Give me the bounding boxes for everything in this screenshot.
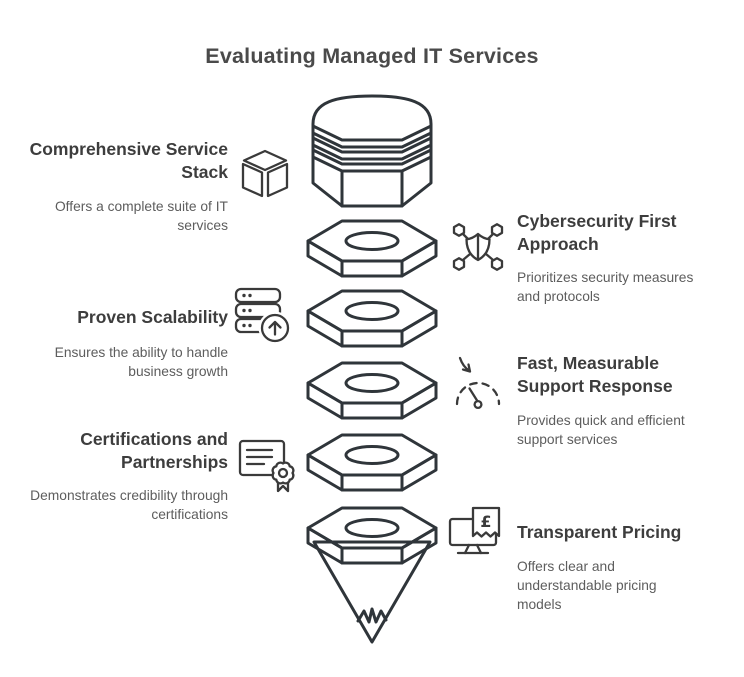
funnel-segment-cap	[311, 94, 433, 208]
item-cybersecurity-desc-block: Prioritizes security measures and protoc…	[517, 268, 717, 306]
item-description: Prioritizes security measures and protoc…	[517, 270, 694, 304]
funnel-segment-4	[306, 361, 438, 420]
funnel-segment-6	[306, 506, 438, 565]
server-scale-icon	[234, 287, 292, 345]
item-description: Offers a complete suite of IT services	[54, 199, 228, 233]
pricing-monitor-icon: £	[448, 506, 501, 555]
certificate-icon	[238, 439, 295, 493]
funnel-graphic	[306, 94, 438, 644]
item-certifications-desc-block: Demonstrates credibility through certifi…	[28, 486, 228, 524]
item-title: Fast, Measurable Support Response	[517, 353, 673, 396]
item-title: Proven Scalability	[77, 307, 228, 327]
funnel-segment-5	[306, 433, 438, 492]
item-title: Comprehensive Service Stack	[29, 139, 228, 182]
pound-symbol: £	[480, 512, 491, 531]
cube-icon	[241, 149, 289, 198]
item-cybersecurity-first-approach: Cybersecurity First Approach	[517, 210, 712, 256]
item-fast-measurable-support: Fast, Measurable Support Response	[517, 352, 712, 398]
item-transparent-pricing: Transparent Pricing	[517, 521, 727, 544]
funnel-cone	[312, 540, 432, 644]
item-proven-scalability: Proven Scalability	[28, 306, 228, 329]
cap-band-1	[311, 124, 433, 149]
item-description: Demonstrates credibility through certifi…	[30, 488, 228, 522]
item-title: Transparent Pricing	[517, 522, 682, 542]
item-certifications-partnerships: Certifications and Partnerships	[28, 428, 228, 474]
item-description: Offers clear and understandable pricing …	[517, 559, 657, 612]
gauge-icon	[455, 356, 501, 410]
item-scalability-desc-block: Ensures the ability to handle business g…	[28, 343, 228, 381]
item-description: Provides quick and efficient support ser…	[517, 413, 685, 447]
item-title: Certifications and Partnerships	[80, 429, 228, 472]
item-pricing-desc-block: Offers clear and understandable pricing …	[517, 557, 687, 614]
cap-band-3	[311, 148, 433, 173]
shield-network-icon	[452, 223, 504, 271]
cap-band-2	[311, 136, 433, 161]
item-comprehensive-desc-block: Offers a complete suite of IT services	[28, 197, 228, 235]
item-title: Cybersecurity First Approach	[517, 211, 677, 254]
funnel-segment-3	[306, 289, 438, 348]
item-support-desc-block: Provides quick and efficient support ser…	[517, 411, 712, 449]
page-title: Evaluating Managed IT Services	[205, 44, 539, 68]
item-description: Ensures the ability to handle business g…	[54, 345, 228, 379]
item-comprehensive-service-stack: Comprehensive Service Stack	[28, 138, 228, 184]
funnel-segment-2	[306, 219, 438, 278]
